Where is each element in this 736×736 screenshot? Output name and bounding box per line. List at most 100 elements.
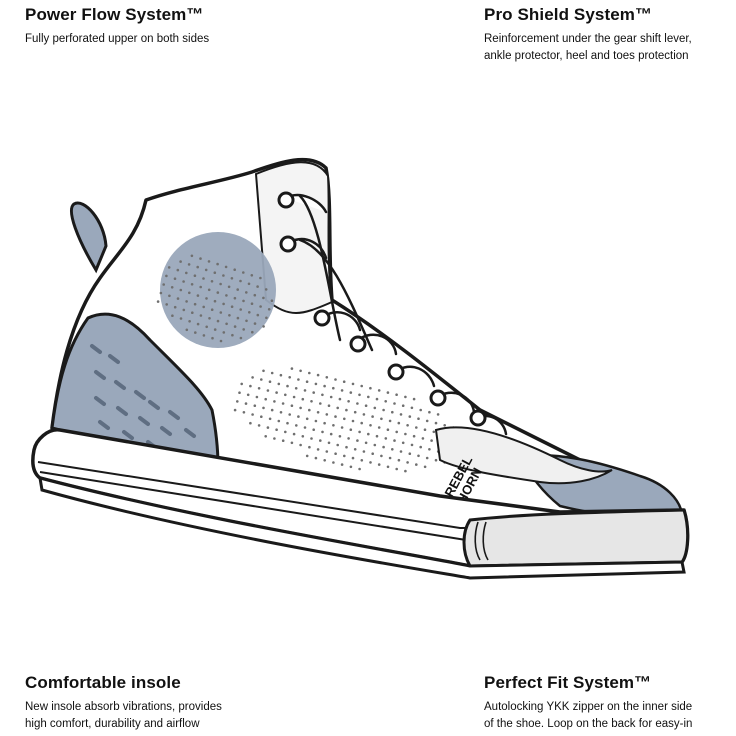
perforation-dot [249, 384, 252, 388]
perforation-dot [334, 415, 337, 418]
perforation-dot [358, 430, 361, 434]
perforation-dot [342, 380, 346, 384]
perforation-dot [391, 448, 394, 451]
perforation-dot [168, 294, 171, 298]
perforation-dot [410, 443, 414, 447]
perforation-dot [260, 378, 263, 381]
perforation-dot [230, 305, 234, 309]
perforation-dot [251, 330, 254, 334]
perforation-dot [353, 410, 357, 414]
perforation-dot [349, 428, 353, 432]
perforation-dot [347, 437, 350, 440]
perforation-dot [340, 389, 344, 392]
perforation-dot [417, 417, 420, 421]
perforation-dot [191, 311, 194, 315]
perforation-dot [170, 286, 174, 289]
perforation-dot [222, 274, 225, 277]
perforation-dot [233, 268, 236, 272]
perforation-dot [323, 421, 326, 425]
perforation-dot [399, 413, 403, 416]
perforation-dot [268, 380, 272, 384]
perforation-dot [262, 296, 265, 300]
perforation-dot [281, 439, 285, 443]
perforation-dot [382, 408, 385, 412]
perforation-dot [239, 308, 242, 311]
perforation-dot [264, 397, 268, 401]
perforation-dot [257, 387, 261, 390]
perforation-dot [299, 369, 302, 373]
perforation-dot [388, 456, 392, 460]
perforation-dot [239, 279, 242, 283]
perforation-dot [188, 291, 191, 295]
perforation-dot [227, 285, 231, 289]
perforation-dot [380, 417, 383, 421]
perforation-dot [325, 413, 329, 416]
perforation-dot [204, 268, 208, 272]
perforation-dot [247, 282, 251, 286]
feature-title: Pro Shield System™ [484, 5, 653, 24]
perforation-dot [253, 293, 257, 297]
perforation-dot [205, 297, 208, 300]
perforation-dot [369, 461, 372, 464]
perforation-dot [340, 463, 344, 466]
perforation-dot [314, 419, 318, 423]
perforation-dot [301, 397, 305, 401]
perforation-dot [225, 322, 228, 326]
perforation-dot [208, 317, 211, 320]
heel-pull-loop [69, 201, 108, 274]
perforation-dot [242, 328, 245, 331]
perforation-dot [270, 408, 274, 412]
ankle-perforations [156, 254, 274, 343]
perforation-dot [423, 465, 427, 469]
perforation-dot [213, 271, 217, 275]
perforation-dot [262, 325, 265, 328]
perforation-dot [185, 271, 188, 275]
perforation-dot [250, 302, 254, 306]
perforation-dot [299, 406, 302, 410]
perforation-dot [321, 430, 324, 434]
perforation-dot [349, 391, 353, 394]
perforation-dot [275, 391, 278, 394]
perforation-dot [343, 454, 346, 458]
perforation-dot [303, 389, 307, 392]
perforation-dot [236, 288, 239, 291]
perforation-dot [406, 461, 409, 464]
perforation-dot [362, 450, 366, 453]
perforation-dot [364, 441, 368, 445]
perforation-dot [245, 291, 248, 294]
perforation-dot [231, 333, 234, 337]
feature-comfortable-insole: Comfortable insole New insole absorb vib… [25, 673, 355, 733]
perforation-dot [193, 302, 197, 306]
perforation-dot [225, 294, 228, 297]
perforation-dot [264, 435, 268, 438]
perforation-dot [216, 291, 220, 294]
perforation-dot [156, 300, 160, 303]
perforation-dot [176, 297, 180, 300]
perforation-dot [224, 265, 228, 269]
description-line: Fully perforated upper on both sides [25, 33, 210, 45]
perforation-dot [425, 419, 429, 423]
perforation-dot [176, 268, 180, 272]
perforation-dot [401, 404, 405, 408]
perforation-dot [360, 384, 364, 388]
perforation-dot [239, 336, 243, 340]
feature-description: Autolocking YKK zipper on the inner side… [484, 699, 736, 733]
perforation-dot [248, 311, 251, 314]
perforation-dot [210, 308, 214, 312]
perforation-dot [256, 285, 259, 288]
perforation-dot [297, 415, 300, 418]
perforation-dot [199, 314, 203, 317]
perforation-dot [213, 299, 217, 303]
perforation-dot [270, 371, 274, 375]
perforation-dot [173, 305, 177, 309]
perforation-dot [249, 421, 252, 425]
perforation-dot [408, 415, 412, 418]
perforation-dot [279, 373, 283, 377]
perforation-dot [325, 376, 329, 379]
perforation-dot [193, 274, 197, 278]
description-line: Autolocking YKK zipper on the inner side [484, 701, 693, 713]
perforation-dot [316, 448, 320, 451]
perforation-dot [336, 443, 340, 447]
perforation-dot [323, 384, 326, 388]
perforation-dot [382, 445, 385, 449]
